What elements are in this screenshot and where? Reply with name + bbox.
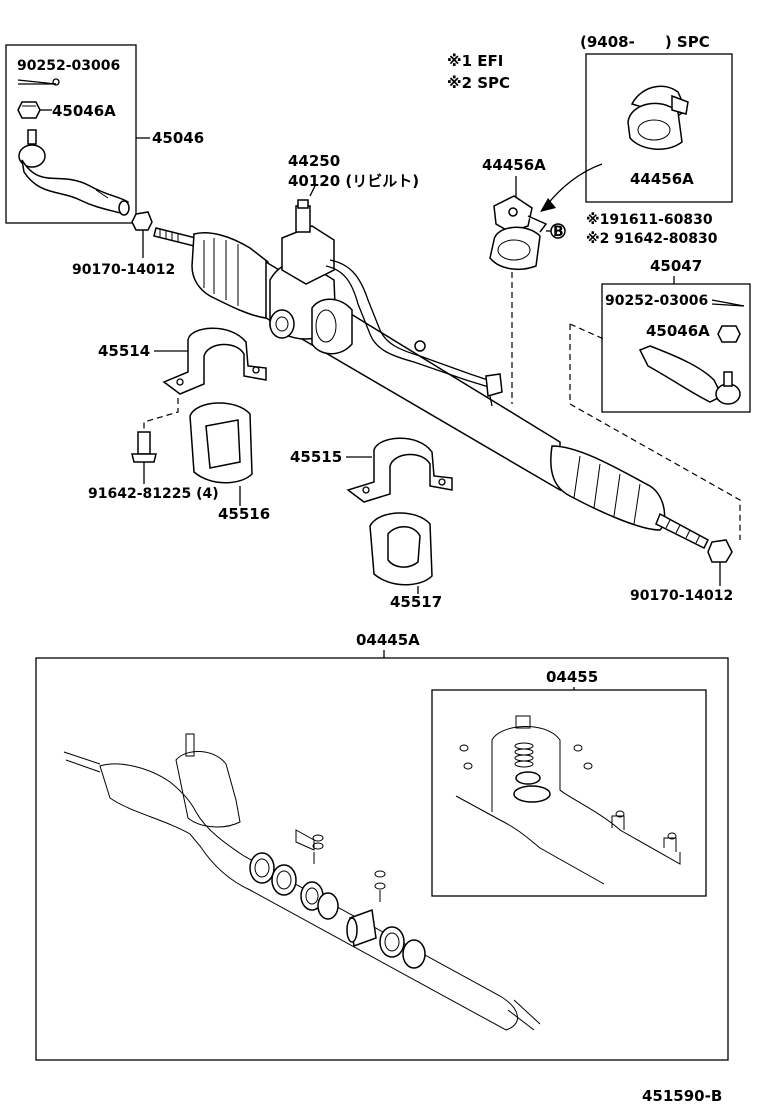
bolt-b-mark: B [553,224,564,240]
label-45047: 45047 [650,257,702,275]
o-ring-icon-2 [402,939,426,969]
cushion-45516-icon [189,402,253,484]
small-o-ring-icons [312,834,386,902]
tie-rod-end-icon-right [638,345,741,405]
label-44456A: 44456A [482,156,546,174]
note-efi: ※1 EFI [447,52,503,70]
spc-clamp-box [585,53,733,203]
label-90170-14012-right: 90170-14012 [630,588,733,604]
spring-icon [514,742,534,768]
bushing-icon [346,908,377,948]
bracket-45515-icon [346,437,453,503]
label-91642-80830: ※2 91642-80830 [586,231,718,247]
label-45515: 45515 [290,448,342,466]
note-spc: ※2 SPC [447,74,510,92]
bracket-45514-icon [162,327,267,395]
seal-ring-icon-4 [379,926,405,958]
bolt-icon-91642-81225 [131,431,157,463]
label-04445A: 04445A [356,631,420,649]
label-44456A-box: 44456A [630,170,694,188]
lock-nut-icon-right [707,539,733,563]
repair-kit-box [35,657,729,1061]
tie-rod-end-box-right [601,283,751,413]
castle-nut-icon-right [717,325,741,343]
o-ring-icon-1 [317,892,339,920]
pointer-arrow-icon [545,163,603,207]
label-91642-81225: 91642-81225 (4) [88,486,219,502]
label-45046A-right: 45046A [646,322,710,340]
cotter-pin-icon-left [17,78,60,86]
spc-box-title: (9408- ) SPC [580,33,710,51]
valve-ghost-outline [455,715,681,885]
seal-ring-icon-1 [249,852,275,884]
label-90252-03006-top: 90252-03006 [17,58,120,74]
label-44250: 44250 [288,152,340,170]
label-45517: 45517 [390,593,442,611]
valve-small-seal-icons [459,744,677,840]
tie-rod-end-icon-left [18,129,130,216]
label-191611-60830: ※191611-60830 [586,212,713,228]
valve-o-ring-icon [513,785,551,803]
figure-code: 451590-B [642,1087,722,1105]
steering-rack-assembly [153,199,709,550]
label-04455: 04455 [546,668,598,686]
label-45516: 45516 [218,505,270,523]
tie-rod-end-box-left [5,44,137,224]
label-90170-14012-left: 90170-14012 [72,262,175,278]
valve-seal-icon [515,771,541,785]
label-40120: 40120 (リビルト) [288,172,419,190]
cotter-pin-icon-right [711,299,745,307]
label-45046A-top: 45046A [52,102,116,120]
clamp-44456A-icon [489,195,548,271]
label-45046: 45046 [152,129,204,147]
lock-nut-icon-left [131,211,153,231]
ghost-rack-outline [63,733,541,1031]
seal-ring-icon-2 [271,864,297,896]
cushion-45517-icon [369,512,433,586]
label-90252-03006-right: 90252-03006 [605,293,708,309]
valve-kit-box [431,689,707,897]
castle-nut-icon-left [17,101,41,119]
label-45514: 45514 [98,342,150,360]
clamp-44456A-spc-icon [627,85,689,150]
